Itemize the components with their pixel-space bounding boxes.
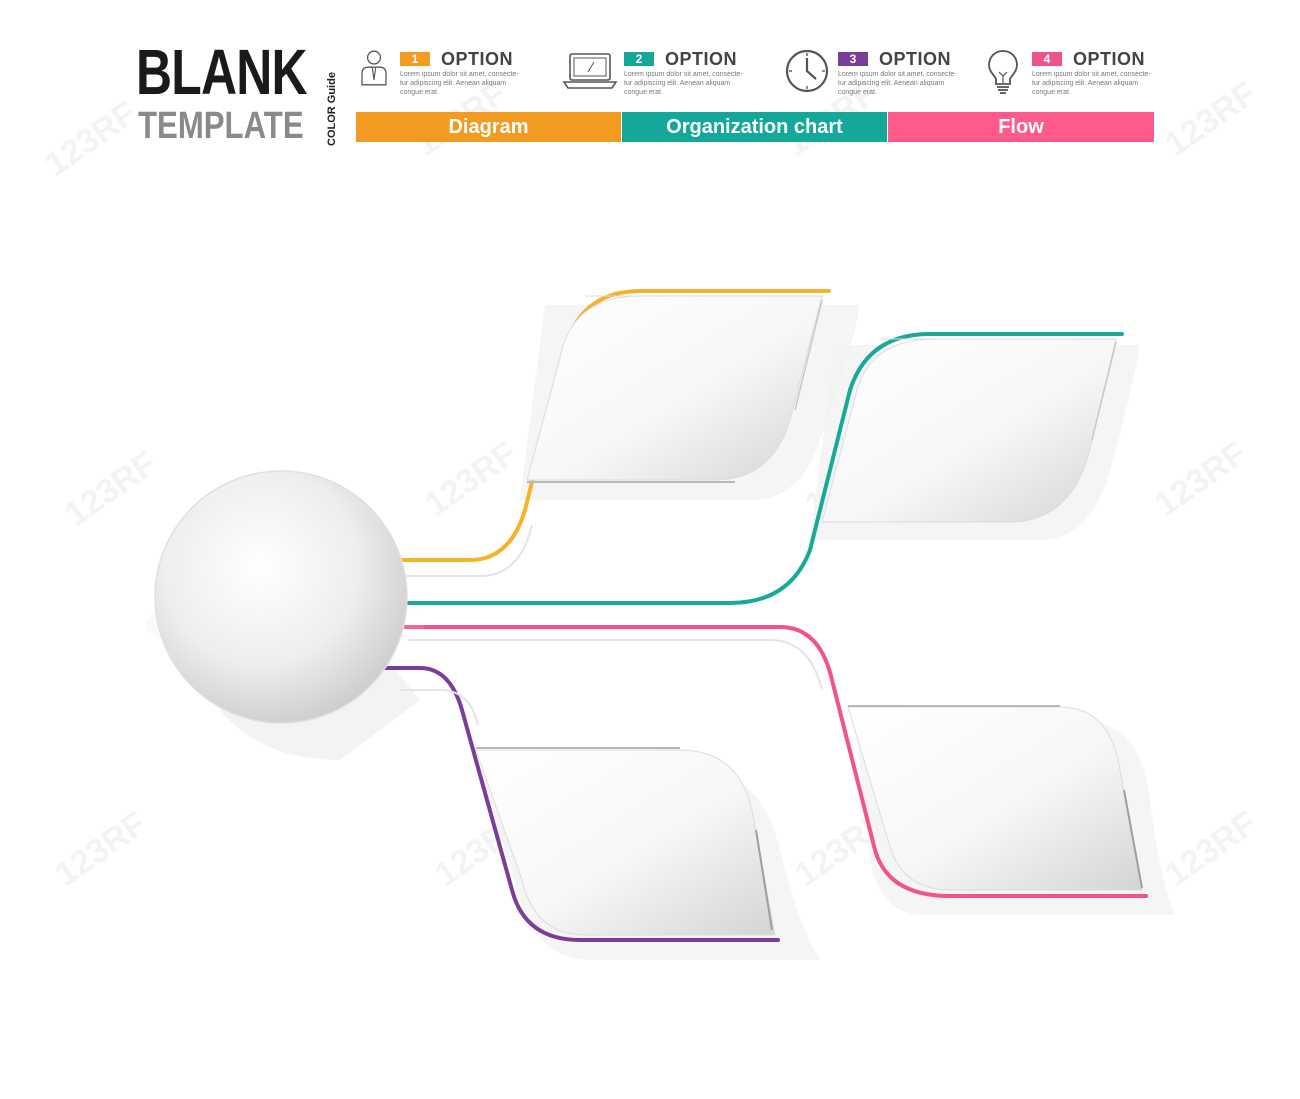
option-4-title: OPTION	[1073, 49, 1146, 69]
option-1-title: OPTION	[441, 49, 514, 69]
option-3-description: Lorem ipsum dolor sit amet, consecte-tur…	[838, 71, 957, 96]
option-4-description: Lorem ipsum dolor sit amet, consecte-tur…	[1032, 71, 1151, 96]
box-top-right	[821, 338, 1117, 523]
option-1-description: Lorem ipsum dolor sit amet, consecte-tur…	[400, 71, 519, 96]
connector-teal	[403, 332, 1124, 605]
central-sphere	[155, 471, 407, 723]
clock-icon	[785, 49, 829, 93]
laptop-icon	[562, 53, 618, 89]
lightbulb-icon	[988, 50, 1018, 94]
category-diagram: Diagram	[356, 112, 621, 142]
category-flow: Flow	[888, 112, 1154, 142]
option-4-number: 4	[1032, 52, 1062, 66]
connector-pink	[403, 625, 1148, 898]
option-2-number: 2	[624, 52, 654, 66]
box-top-left	[526, 295, 823, 481]
option-2-description: Lorem ipsum dolor sit amet, consecte-tur…	[624, 71, 743, 96]
option-1-number: 1	[400, 52, 430, 66]
option-2-title: OPTION	[665, 49, 738, 69]
connector-purple	[382, 666, 780, 942]
title-template: TEMPLATE	[138, 105, 304, 147]
title-blank: BLANK	[136, 36, 308, 108]
box-bottom-left	[475, 749, 776, 936]
category-organization-chart: Organization chart	[622, 112, 887, 142]
option-3-title: OPTION	[879, 49, 952, 69]
option-3-number: 3	[838, 52, 868, 66]
person-icon	[361, 50, 387, 86]
